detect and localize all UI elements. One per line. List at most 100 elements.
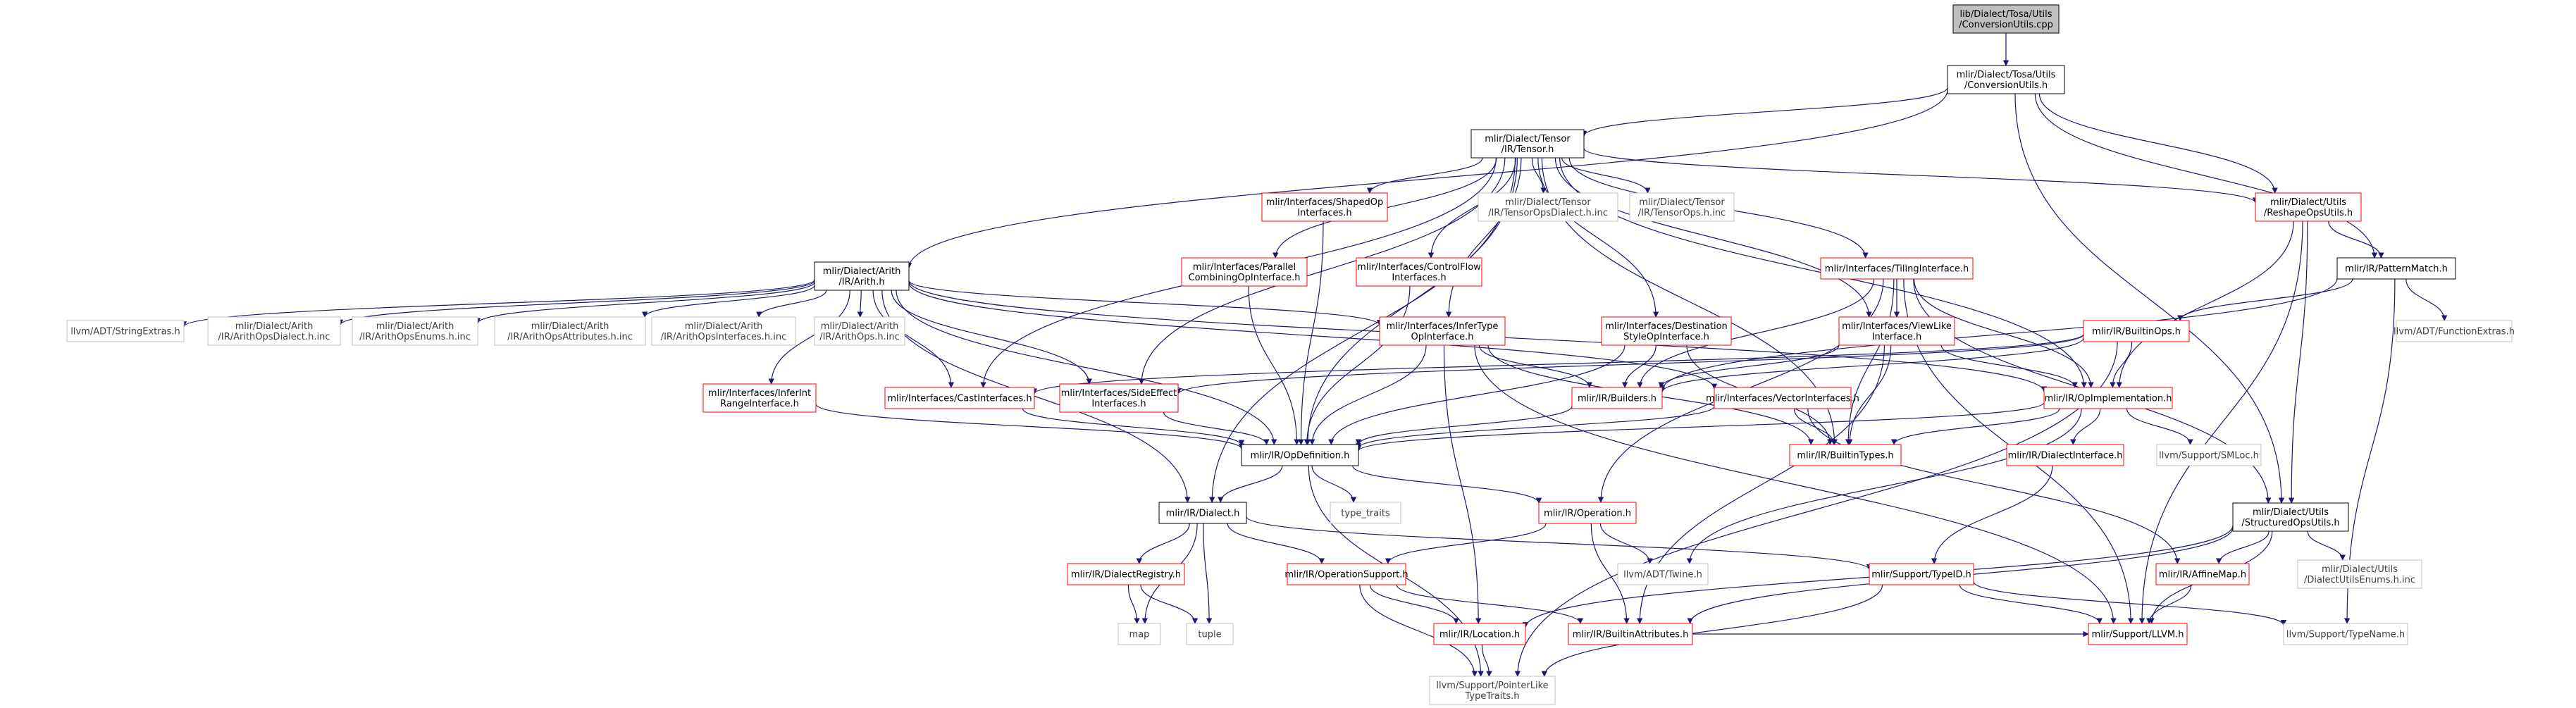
- node-label-typeid-line-1: mlir/Support/TypeID.h: [1871, 570, 1971, 580]
- node-box-structured: [2232, 502, 2349, 532]
- node-box-arithops: [814, 316, 905, 346]
- edge-viewlike-to-builders: [1658, 344, 1840, 388]
- node-typeid[interactable]: mlir/Support/TypeID.h: [1869, 563, 1974, 585]
- node-label-arithops-line-1: mlir/Dialect/Arith: [821, 321, 899, 332]
- node-label-arith-line-2: /IR/Arith.h: [838, 277, 884, 287]
- node-label-arithops-line-2: /IR/ArithOps.h.inc: [819, 332, 900, 342]
- node-box-operation: [1538, 502, 1637, 524]
- node-label-root-line-2: /ConversionUtils.cpp: [1959, 20, 2053, 30]
- node-cast[interactable]: mlir/Interfaces/CastInterfaces.h: [884, 387, 1035, 409]
- edge-tensor-to-viewlike: [1554, 157, 1872, 318]
- node-box-dialectenums: [2297, 559, 2422, 589]
- node-tensor[interactable]: mlir/Dialect/Tensor/IR/Tensor.h: [1470, 129, 1585, 159]
- node-typename: llvm/Support/TypeName.h: [2283, 623, 2408, 645]
- edge-tensor-to-tensorops: [1561, 157, 1651, 194]
- edge-opsupport-to-pointerlike: [1359, 584, 1478, 677]
- node-location[interactable]: mlir/IR/Location.h: [1433, 623, 1526, 645]
- node-label-smloc-line-1: llvm/Support/SMLoc.h: [2159, 451, 2259, 461]
- edge-tensor-to-tensordialect: [1531, 157, 1547, 194]
- node-box-builtinattrs: [1568, 623, 1693, 645]
- edge-arith-to-infertype: [908, 280, 1383, 326]
- node-label-reshape-line-1: mlir/Dialect/Utils: [2270, 197, 2346, 208]
- node-dialectregistry[interactable]: mlir/IR/DialectRegistry.h: [1067, 563, 1185, 585]
- node-destination[interactable]: mlir/Interfaces/DestinationStyleOpInterf…: [1601, 316, 1732, 346]
- node-patternmatch[interactable]: mlir/IR/PatternMatch.h: [2336, 257, 2456, 280]
- edge-convutils-to-reshape: [2038, 93, 2278, 194]
- node-convutils[interactable]: mlir/Dialect/Tosa/Utils/ConversionUtils.…: [1947, 65, 2065, 94]
- edge-shapedop-to-opdef: [1298, 221, 1324, 445]
- edge-infertype-to-location: [1443, 344, 1482, 624]
- node-label-stringextras-line-1: llvm/ADT/StringExtras.h: [70, 327, 180, 337]
- node-label-functionextras-line-1: llvm/ADT/FunctionExtras.h: [2394, 327, 2515, 337]
- node-label-builtintypes-line-1: mlir/IR/BuiltinTypes.h: [1797, 451, 1893, 461]
- edge-infertype-to-llvmh: [1474, 344, 2117, 624]
- node-box-tensor: [1470, 129, 1585, 159]
- node-builtinattrs[interactable]: mlir/IR/BuiltinAttributes.h: [1568, 623, 1693, 645]
- node-parallel[interactable]: mlir/Interfaces/ParallelCombiningOpInter…: [1181, 257, 1308, 287]
- node-box-map: [1117, 623, 1161, 645]
- node-arithops: mlir/Dialect/Arith/IR/ArithOps.h.inc: [814, 316, 905, 346]
- edge-patternmatch-to-builders: [1659, 278, 2338, 392]
- edge-inferint-to-opdef: [815, 404, 1245, 450]
- node-root[interactable]: lib/Dialect/Tosa/Utils/ConversionUtils.c…: [1952, 4, 2060, 34]
- node-label-inferint-line-1: mlir/Interfaces/InferInt: [708, 388, 811, 399]
- node-label-operation-line-1: mlir/IR/Operation.h: [1544, 509, 1631, 519]
- node-structured[interactable]: mlir/Dialect/Utils/StructuredOpsUtils.h: [2232, 502, 2349, 532]
- node-label-sideeffect-line-2: Interfaces.h: [1091, 399, 1146, 409]
- node-box-destination: [1601, 316, 1732, 346]
- edge-arith-to-arithops: [857, 290, 863, 318]
- node-label-viewlike-line-2: Interface.h: [1872, 332, 1922, 342]
- edge-convutils-to-arith: [905, 89, 1948, 269]
- node-opimpl[interactable]: mlir/IR/OpImplementation.h: [2043, 387, 2173, 409]
- node-label-inferint-line-2: RangeInterface.h: [720, 399, 799, 409]
- node-tiling[interactable]: mlir/Interfaces/TilingInterface.h: [1820, 257, 1974, 280]
- edge-tiling-to-opimpl: [1913, 278, 2094, 388]
- node-llvmh[interactable]: mlir/Support/LLVM.h: [2088, 623, 2188, 645]
- edge-destination-to-opdef: [1328, 344, 1626, 445]
- edge-typeid-to-pointerlike: [1541, 584, 1883, 677]
- node-affinemap[interactable]: mlir/IR/AffineMap.h: [2155, 563, 2250, 585]
- edge-dialect-to-tuple: [1203, 523, 1213, 624]
- node-arith[interactable]: mlir/Dialect/Arith/IR/Arith.h: [814, 261, 910, 291]
- node-reshape[interactable]: mlir/Dialect/Utils/ReshapeOpsUtils.h: [2255, 192, 2362, 222]
- node-label-arithattrs-line-1: mlir/Dialect/Arith: [531, 321, 609, 332]
- node-box-affinemap: [2155, 563, 2250, 585]
- edge-parallel-to-opdef: [1248, 285, 1300, 445]
- node-label-arithenums-line-2: /IR/ArithOpsEnums.h.inc: [359, 332, 471, 342]
- node-functionextras: llvm/ADT/FunctionExtras.h: [2394, 320, 2515, 342]
- edge-opdef-to-operation: [1352, 465, 1542, 504]
- node-label-tensorops-line-1: mlir/Dialect/Tensor: [1639, 197, 1725, 208]
- node-opdef[interactable]: mlir/IR/OpDefinition.h: [1241, 444, 1359, 466]
- node-label-parallel-line-2: CombiningOpInterface.h: [1189, 273, 1301, 283]
- node-box-inferint: [702, 383, 817, 413]
- node-label-builders-line-1: mlir/IR/Builders.h: [1578, 394, 1657, 404]
- node-layer: lib/Dialect/Tosa/Utils/ConversionUtils.c…: [66, 4, 2515, 705]
- node-opsupport[interactable]: mlir/IR/OperationSupport.h: [1284, 563, 1408, 585]
- node-vector[interactable]: mlir/Interfaces/VectorInterfaces.h: [1706, 387, 1859, 409]
- node-dialect[interactable]: mlir/IR/Dialect.h: [1158, 502, 1247, 524]
- node-dialectiface[interactable]: mlir/IR/DialectInterface.h: [2006, 444, 2124, 466]
- edge-arith-to-cast: [872, 290, 955, 388]
- node-box-shapedop: [1261, 192, 1388, 222]
- node-box-llvmh: [2088, 623, 2188, 645]
- node-operation[interactable]: mlir/IR/Operation.h: [1538, 502, 1637, 524]
- node-box-dialect: [1158, 502, 1247, 524]
- edge-typeid-to-typename: [1973, 581, 2287, 626]
- node-box-root: [1952, 4, 2060, 34]
- node-builtintypes[interactable]: mlir/IR/BuiltinTypes.h: [1789, 444, 1902, 466]
- node-builders[interactable]: mlir/IR/Builders.h: [1571, 387, 1663, 409]
- node-label-typetraits-line-1: type_traits: [1341, 509, 1390, 519]
- edge-destination-to-builders: [1621, 344, 1657, 388]
- node-builtinops[interactable]: mlir/IR/BuiltinOps.h: [2083, 320, 2190, 342]
- node-tuple: tuple: [1186, 623, 1234, 645]
- node-label-dialect-line-1: mlir/IR/Dialect.h: [1166, 509, 1240, 519]
- edge-vector-to-affinemap: [1807, 408, 2181, 564]
- node-label-tiling-line-1: mlir/Interfaces/TilingInterface.h: [1825, 264, 1969, 275]
